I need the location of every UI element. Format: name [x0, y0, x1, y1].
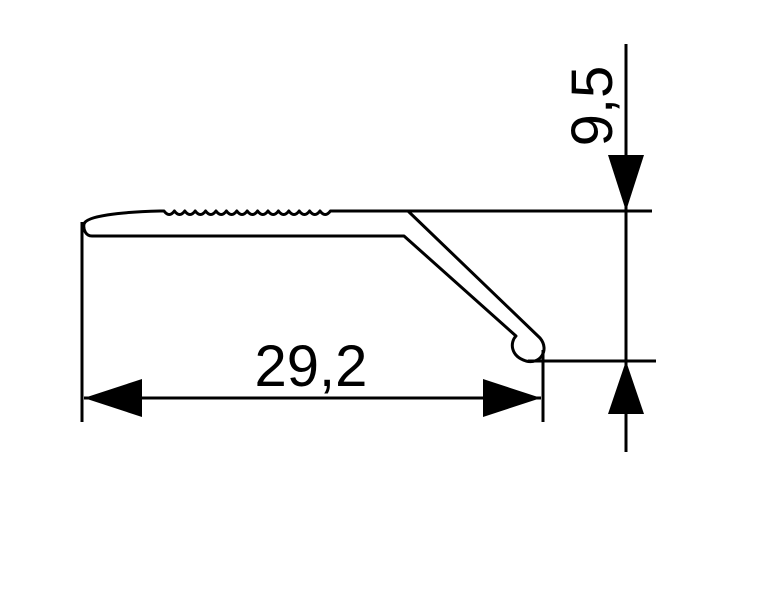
- height-dimension-label: 9,5: [560, 66, 625, 147]
- profile-top-surface: [82, 209, 546, 364]
- height-arrow-top: [608, 155, 644, 211]
- height-dimension: 9,5: [560, 44, 644, 452]
- width-arrow-right: [483, 379, 541, 417]
- width-dimension-label: 29,2: [255, 334, 368, 399]
- extension-lines: [80, 209, 656, 422]
- width-dimension: 29,2: [84, 334, 541, 417]
- height-arrow-bottom: [608, 361, 644, 414]
- width-arrow-left: [84, 379, 142, 417]
- profile-outline: [82, 209, 546, 364]
